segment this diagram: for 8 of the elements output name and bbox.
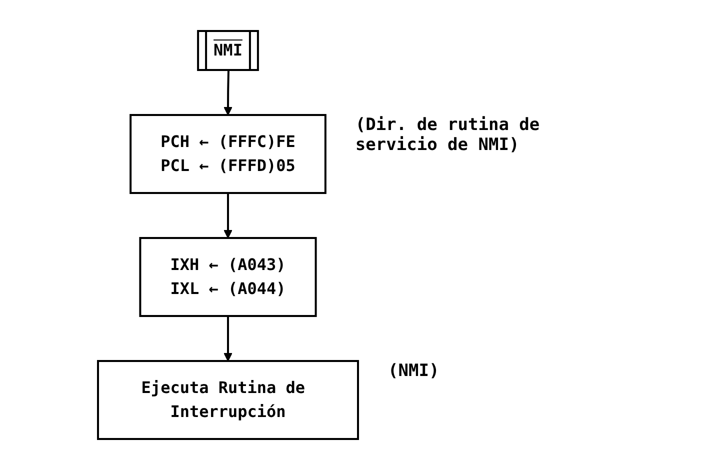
node-note: (Dir. de rutina de servicio de NMI) [355, 115, 541, 155]
arrow [224, 193, 232, 238]
node-note: (NMI) [388, 361, 440, 381]
node-box: IXH ← (A043) IXL ← (A044) [139, 237, 317, 317]
arrow [224, 316, 232, 362]
node-box: Ejecuta Rutina de Interrupción [97, 360, 359, 440]
arrow [224, 70, 232, 116]
node-box: PCH ← (FFFC)FE PCL ← (FFFD)05 [130, 114, 326, 194]
